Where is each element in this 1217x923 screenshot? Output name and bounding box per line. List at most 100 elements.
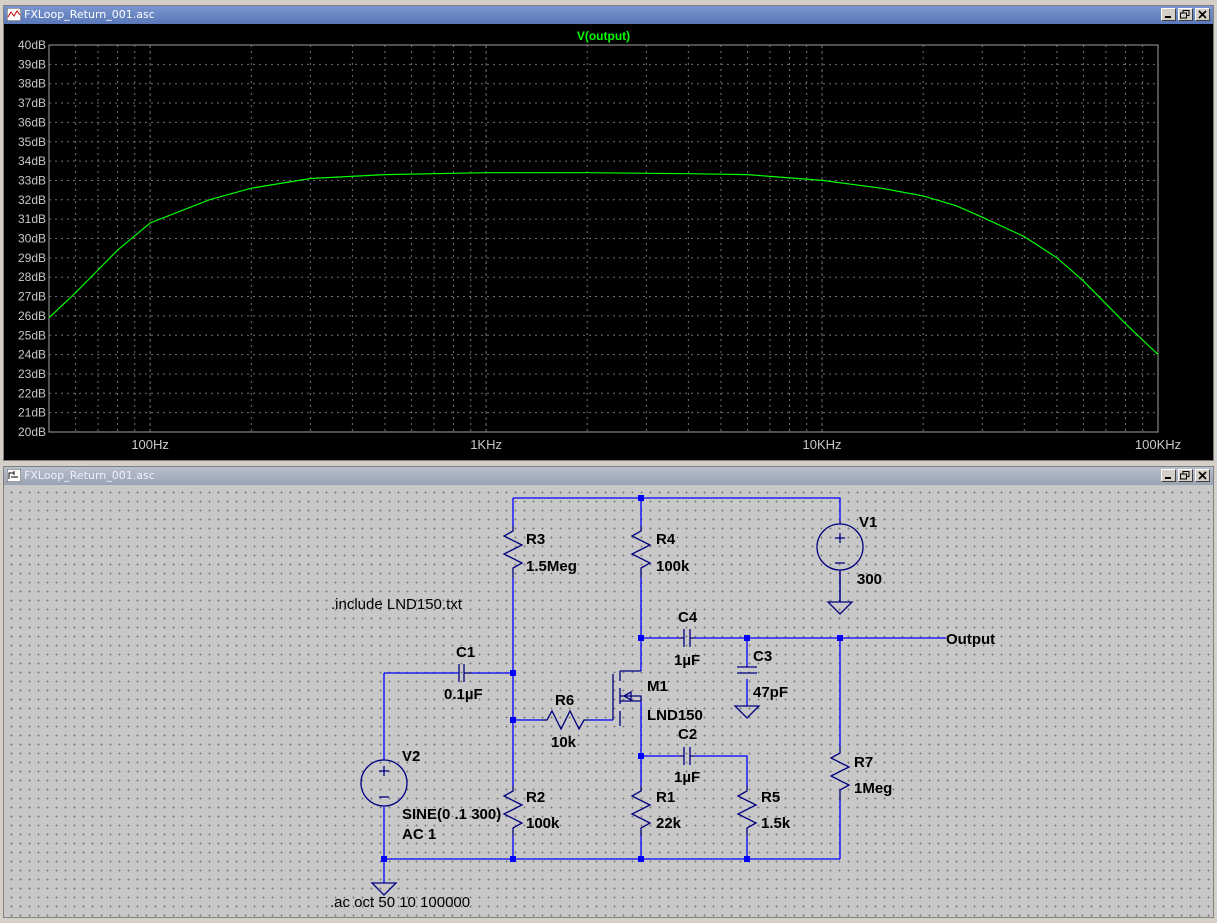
- close-icon: [1198, 10, 1207, 19]
- ground-symbol-c3: [733, 705, 761, 719]
- y-tick-label: 32dB: [18, 193, 46, 207]
- r1-value: 22k: [656, 815, 682, 832]
- y-tick-label: 22dB: [18, 386, 46, 400]
- r5-ref: R5: [761, 789, 780, 806]
- y-tick-label: 27dB: [18, 290, 46, 304]
- c2-value: 1µF: [674, 769, 700, 786]
- y-tick-label: 35dB: [18, 135, 46, 149]
- y-tick-label: 31dB: [18, 212, 46, 226]
- r6-resistor-symbol[interactable]: [541, 709, 589, 731]
- minimize-button[interactable]: [1161, 8, 1176, 21]
- r5-value: 1.5k: [761, 815, 791, 832]
- series-line-v-output: [48, 172, 1159, 356]
- c4-value: 1µF: [674, 652, 700, 669]
- schematic-window-titlebar[interactable]: FXLoop_Return_001.asc: [4, 467, 1213, 485]
- y-tick-label: 20dB: [18, 425, 46, 439]
- m1-ref: M1: [647, 678, 668, 695]
- output-net-label[interactable]: Output: [946, 631, 995, 648]
- schematic-window-title: FXLoop_Return_001.asc: [24, 469, 155, 482]
- v2-value2: AC 1: [402, 826, 436, 843]
- y-tick-label: 25dB: [18, 328, 46, 342]
- include-directive[interactable]: .include LND150.txt: [331, 596, 463, 613]
- schematic-canvas[interactable]: R3 1.5Meg R4 100k V1 300 C4 1µF C3 47pF …: [4, 485, 1213, 917]
- close-button[interactable]: [1195, 8, 1210, 21]
- r4-value: 100k: [656, 558, 690, 575]
- y-tick-label: 24dB: [18, 348, 46, 362]
- y-tick-label: 34dB: [18, 154, 46, 168]
- plot-window[interactable]: FXLoop_Return_001.asc 40dB 39dB 38dB 37dB 36…: [3, 5, 1214, 461]
- y-tick-label: 40dB: [18, 38, 46, 52]
- x-tick-label: 10KHz: [803, 437, 842, 452]
- x-tick-label: 1KHz: [470, 437, 502, 452]
- ground-symbol-v1: [826, 601, 854, 615]
- wires: [383, 497, 946, 883]
- x-tick-label: 100KHz: [1135, 437, 1181, 452]
- y-tick-label: 33dB: [18, 173, 46, 187]
- restore-icon: [1180, 10, 1190, 19]
- r1-resistor-symbol[interactable]: [630, 786, 652, 836]
- plot-area[interactable]: 40dB 39dB 38dB 37dB 36dB 35dB 34dB 33dB 32dB 31dB…: [4, 24, 1213, 460]
- trace-label-v-output: V(output): [577, 29, 630, 43]
- schematic-window[interactable]: FXLoop_Return_001.asc: [3, 466, 1214, 918]
- v1-ref: V1: [859, 514, 877, 531]
- r5-resistor-symbol[interactable]: [736, 786, 758, 836]
- bode-plot[interactable]: 40dB 39dB 38dB 37dB 36dB 35dB 34dB 33dB 32dB 31dB…: [4, 24, 1213, 460]
- restore-icon: [1180, 471, 1190, 480]
- r4-resistor-symbol[interactable]: [630, 526, 652, 578]
- plot-frame: [48, 44, 1159, 433]
- v1-voltage-source-symbol[interactable]: [816, 521, 864, 602]
- minimize-icon: [1165, 16, 1171, 18]
- x-tick-label: 100Hz: [131, 437, 169, 452]
- r2-resistor-symbol[interactable]: [502, 786, 524, 836]
- y-tick-label: 30dB: [18, 232, 46, 246]
- r4-ref: R4: [656, 531, 676, 548]
- restore-button[interactable]: [1178, 469, 1193, 482]
- c1-capacitor-symbol[interactable]: [458, 664, 471, 682]
- y-tick-label: 38dB: [18, 77, 46, 91]
- r3-value: 1.5Meg: [526, 558, 577, 575]
- r7-value: 1Meg: [854, 780, 892, 797]
- y-tick-label: 28dB: [18, 270, 46, 284]
- r3-resistor-symbol[interactable]: [502, 526, 524, 578]
- minimize-button[interactable]: [1161, 469, 1176, 482]
- v2-voltage-source-symbol[interactable]: [360, 759, 408, 807]
- c2-capacitor-symbol[interactable]: [679, 747, 695, 765]
- y-tick-label: 21dB: [18, 406, 46, 420]
- ac-analysis-directive[interactable]: .ac oct 50 10 100000: [330, 894, 470, 911]
- c3-ref: C3: [753, 648, 772, 665]
- v1-value: 300: [857, 571, 882, 588]
- c3-value: 47pF: [753, 684, 788, 701]
- m1-value: LND150: [647, 707, 703, 724]
- r7-resistor-symbol[interactable]: [829, 746, 851, 801]
- plot-window-titlebar[interactable]: FXLoop_Return_001.asc: [4, 6, 1213, 24]
- y-tick-label: 39dB: [18, 57, 46, 71]
- y-tick-label: 29dB: [18, 251, 46, 265]
- r1-ref: R1: [656, 789, 675, 806]
- ground-symbol-v2: [370, 882, 398, 896]
- v2-ref: V2: [402, 748, 420, 765]
- c4-ref: C4: [678, 609, 698, 626]
- y-tick-label: 26dB: [18, 309, 46, 323]
- close-button[interactable]: [1195, 469, 1210, 482]
- y-tick-label: 23dB: [18, 367, 46, 381]
- r3-ref: R3: [526, 531, 545, 548]
- y-tick-label: 37dB: [18, 96, 46, 110]
- waveform-window-icon: [7, 8, 21, 21]
- r2-ref: R2: [526, 789, 545, 806]
- m1-mosfet-symbol[interactable]: [612, 670, 642, 726]
- r7-ref: R7: [854, 754, 873, 771]
- minimize-icon: [1165, 477, 1171, 479]
- restore-button[interactable]: [1178, 8, 1193, 21]
- c3-capacitor-symbol[interactable]: [737, 666, 757, 674]
- wire-junctions: [381, 495, 843, 862]
- c4-capacitor-symbol[interactable]: [679, 629, 695, 647]
- c1-ref: C1: [456, 644, 475, 661]
- r2-value: 100k: [526, 815, 560, 832]
- close-icon: [1198, 471, 1207, 480]
- c2-ref: C2: [678, 726, 697, 743]
- r6-value: 10k: [551, 734, 577, 751]
- c1-value: 0.1µF: [444, 686, 483, 703]
- schematic-drawing[interactable]: R3 1.5Meg R4 100k V1 300 C4 1µF C3 47pF …: [4, 485, 1213, 917]
- y-tick-label: 36dB: [18, 115, 46, 129]
- v2-value: SINE(0 .1 300): [402, 806, 501, 823]
